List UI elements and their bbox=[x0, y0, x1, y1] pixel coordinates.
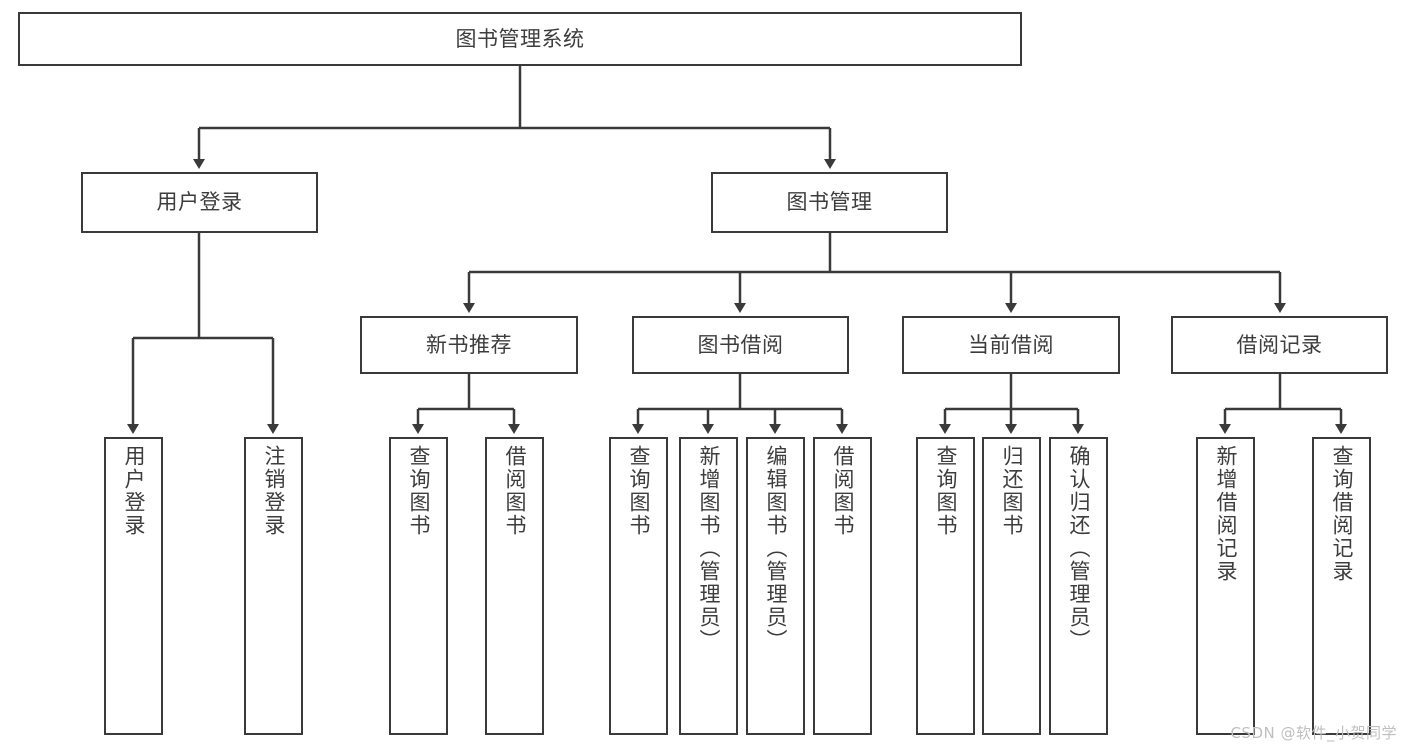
leaf-add-book[interactable]: 新增图书（管理员） bbox=[679, 437, 738, 735]
leaf-return-book[interactable]: 归还图书 bbox=[982, 437, 1041, 735]
node-new-book-recommend-label: 新书推荐 bbox=[426, 332, 512, 357]
leaf-user-login[interactable]: 用户登录 bbox=[104, 437, 163, 735]
node-user-login[interactable]: 用户登录 bbox=[81, 172, 318, 233]
leaf-logout-login[interactable]: 注销登录 bbox=[244, 437, 303, 735]
leaf-add-record-label: 新增借阅记录 bbox=[1214, 445, 1238, 583]
node-book-borrow[interactable]: 图书借阅 bbox=[632, 316, 849, 374]
leaf-edit-book[interactable]: 编辑图书（管理员） bbox=[746, 437, 805, 735]
leaf-borrow-book-1-label: 借阅图书 bbox=[503, 445, 527, 537]
leaf-query-book-3-label: 查询图书 bbox=[934, 445, 958, 537]
node-book-borrow-label: 图书借阅 bbox=[697, 332, 784, 357]
leaf-add-book-label: 新增图书（管理员） bbox=[697, 445, 721, 652]
leaf-borrow-book-2[interactable]: 借阅图书 bbox=[813, 437, 872, 735]
leaf-borrow-book-2-label: 借阅图书 bbox=[831, 445, 855, 537]
node-borrow-record-label: 借阅记录 bbox=[1236, 332, 1323, 357]
leaf-query-record-label: 查询借阅记录 bbox=[1330, 445, 1354, 583]
leaf-add-record[interactable]: 新增借阅记录 bbox=[1196, 437, 1255, 735]
node-book-management[interactable]: 图书管理 bbox=[711, 172, 948, 233]
leaf-logout-login-label: 注销登录 bbox=[262, 445, 286, 537]
node-new-book-recommend[interactable]: 新书推荐 bbox=[360, 316, 578, 374]
leaf-user-login-label: 用户登录 bbox=[122, 445, 146, 537]
leaf-query-record[interactable]: 查询借阅记录 bbox=[1312, 437, 1371, 735]
leaf-query-book-1[interactable]: 查询图书 bbox=[389, 437, 448, 735]
leaf-confirm-return-label: 确认归还（管理员） bbox=[1067, 445, 1091, 652]
csdn-watermark: CSDN @软件_小贺同学 bbox=[1230, 724, 1397, 742]
leaf-query-book-2[interactable]: 查询图书 bbox=[609, 437, 668, 735]
leaf-edit-book-label: 编辑图书（管理员） bbox=[764, 445, 788, 652]
node-current-borrow-label: 当前借阅 bbox=[968, 332, 1054, 357]
node-book-management-label: 图书管理 bbox=[786, 190, 873, 215]
leaf-query-book-3[interactable]: 查询图书 bbox=[916, 437, 975, 735]
node-user-login-label: 用户登录 bbox=[156, 190, 243, 215]
node-borrow-record[interactable]: 借阅记录 bbox=[1171, 316, 1388, 374]
node-current-borrow[interactable]: 当前借阅 bbox=[902, 316, 1120, 374]
leaf-confirm-return[interactable]: 确认归还（管理员） bbox=[1049, 437, 1108, 735]
node-root-label: 图书管理系统 bbox=[455, 26, 585, 51]
leaf-query-book-1-label: 查询图书 bbox=[407, 445, 431, 537]
node-root[interactable]: 图书管理系统 bbox=[18, 12, 1022, 66]
leaf-borrow-book-1[interactable]: 借阅图书 bbox=[485, 437, 544, 735]
leaf-return-book-label: 归还图书 bbox=[1000, 445, 1024, 537]
leaf-query-book-2-label: 查询图书 bbox=[627, 445, 651, 537]
